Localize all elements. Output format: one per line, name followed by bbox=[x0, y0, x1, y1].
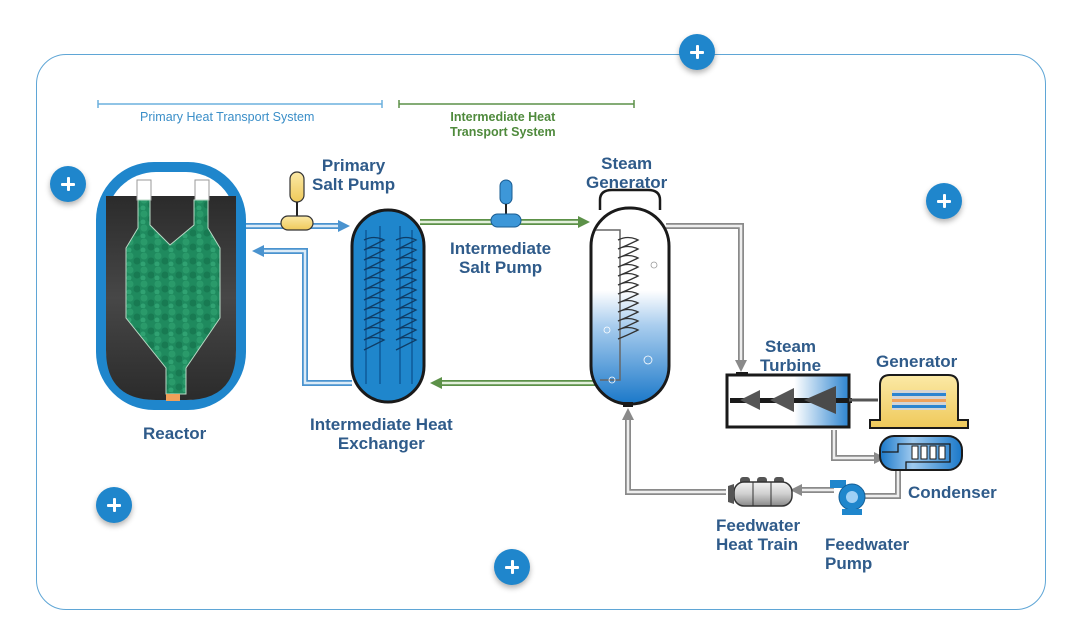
feedwater-pump-label: Feedwater Pump bbox=[825, 535, 909, 573]
steam-turbine-label-line2: Turbine bbox=[760, 356, 822, 375]
ihx-label-line2: Exchanger bbox=[337, 434, 425, 453]
generator-label: Generator bbox=[876, 352, 958, 371]
steam-loop-pipes bbox=[622, 223, 901, 502]
primary-salt-pump-label-line2: Salt Pump bbox=[312, 175, 396, 194]
primary-system-bracket bbox=[97, 100, 383, 108]
intermediate-system-label-line2: Transport System bbox=[450, 125, 556, 139]
reactor-label: Reactor bbox=[143, 424, 207, 443]
steam-generator-label-line1: Steam bbox=[601, 154, 653, 173]
primary-system-label: Primary Heat Transport System bbox=[140, 110, 315, 124]
steam-generator[interactable] bbox=[589, 188, 671, 407]
intermediate-system-label: Intermediate Heat Transport System bbox=[450, 110, 556, 140]
ihx-label: Intermediate Heat Exchanger bbox=[310, 415, 453, 453]
steam-turbine-label-line1: Steam bbox=[765, 337, 817, 356]
feedwater-heat-train[interactable] bbox=[728, 477, 793, 507]
ihx-label-line1: Intermediate Heat bbox=[310, 415, 453, 434]
intermediate-salt-pump[interactable] bbox=[490, 179, 522, 228]
reactor-vessel[interactable] bbox=[96, 162, 246, 410]
feedwater-heat-train-label-line2: Heat Train bbox=[716, 535, 799, 554]
primary-loop-pipes bbox=[246, 220, 352, 386]
intermediate-system-bracket bbox=[398, 100, 635, 108]
diagram-frame bbox=[36, 54, 1046, 610]
intermediate-salt-pump-label-line2: Salt Pump bbox=[458, 258, 543, 277]
intermediate-system-label-line1: Intermediate Heat bbox=[450, 110, 556, 124]
primary-salt-pump-label: Primary Salt Pump bbox=[312, 156, 395, 194]
intermediate-salt-pump-label-line1: Intermediate bbox=[450, 239, 552, 258]
intermediate-heat-exchanger[interactable] bbox=[350, 208, 426, 404]
feedwater-pump-label-line1: Feedwater bbox=[825, 535, 910, 554]
hotspot-plus-button-reactor[interactable] bbox=[50, 166, 86, 202]
hotspot-plus-button-bottom-center[interactable] bbox=[494, 549, 530, 585]
feedwater-pump[interactable] bbox=[830, 480, 866, 515]
steam-generator-label-line2: Generator bbox=[586, 173, 668, 192]
steam-turbine-label: Steam Turbine bbox=[760, 337, 821, 375]
feedwater-pump-label-line2: Pump bbox=[825, 554, 873, 573]
generator[interactable] bbox=[869, 374, 969, 429]
feedwater-heat-train-label: Feedwater Heat Train bbox=[716, 516, 800, 554]
condenser[interactable] bbox=[879, 435, 963, 471]
hotspot-plus-button-right[interactable] bbox=[926, 183, 962, 219]
primary-salt-pump[interactable] bbox=[280, 171, 314, 231]
condenser-label: Condenser bbox=[908, 483, 997, 502]
steam-turbine[interactable] bbox=[725, 372, 852, 429]
feedwater-heat-train-label-line1: Feedwater bbox=[716, 516, 801, 535]
steam-generator-label: Steam Generator bbox=[586, 154, 667, 192]
primary-salt-pump-label-line1: Primary bbox=[321, 156, 386, 175]
hotspot-plus-button-bottom-left[interactable] bbox=[96, 487, 132, 523]
intermediate-salt-pump-label: Intermediate Salt Pump bbox=[450, 239, 551, 277]
hotspot-plus-button-top[interactable] bbox=[679, 34, 715, 70]
